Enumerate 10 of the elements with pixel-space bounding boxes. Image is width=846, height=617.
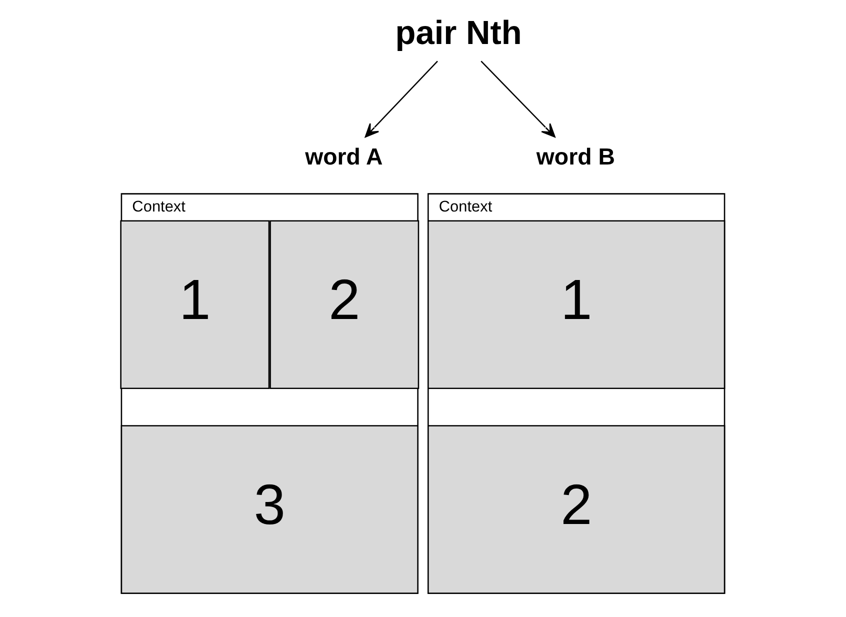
node-text: pair Nth [395, 15, 522, 52]
node-box: 2 [270, 220, 420, 390]
node-text: word B [536, 144, 615, 170]
node-box: 3 [120, 425, 418, 594]
node-box: 2 [428, 425, 726, 594]
node-box: 1 [120, 220, 270, 390]
arrow [480, 60, 556, 138]
arrow [364, 60, 438, 138]
node-box: 1 [428, 220, 726, 390]
node-text: word A [305, 144, 383, 170]
